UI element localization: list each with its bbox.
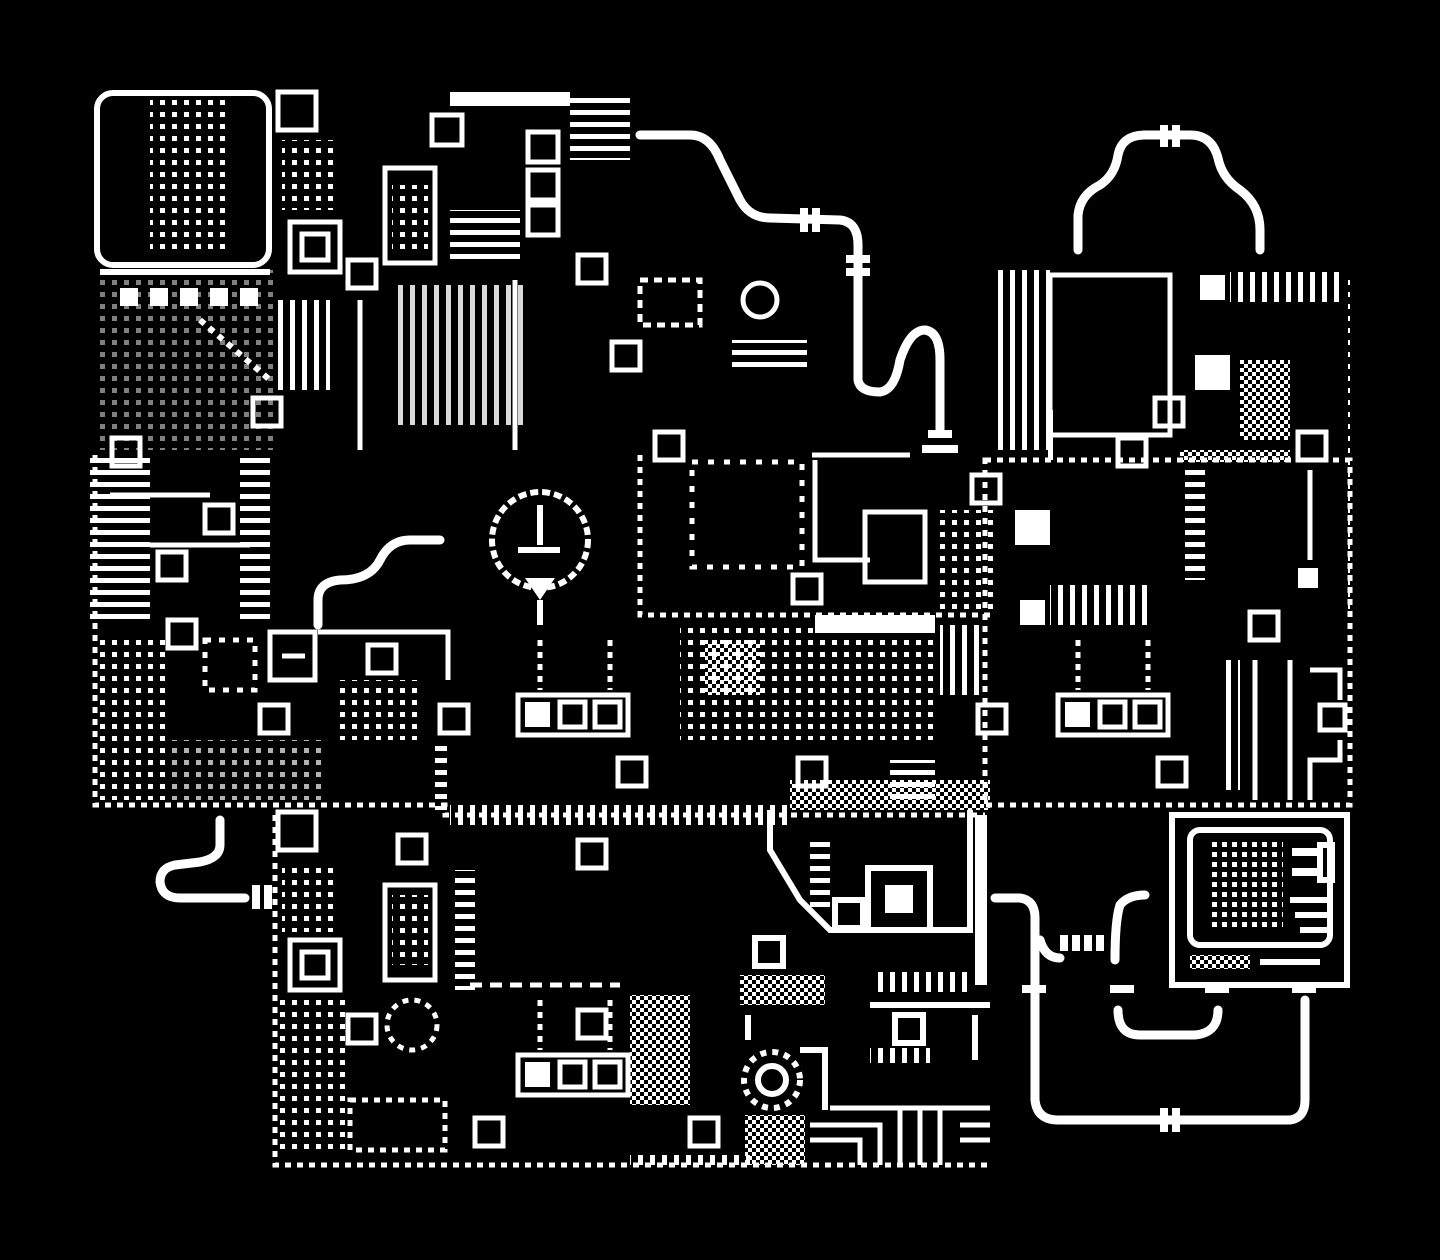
vent-grille-icon — [275, 89, 343, 390]
pipe-bottom-right-loop — [990, 890, 1310, 1125]
monitor-icon — [94, 90, 275, 450]
cog-icon — [741, 1015, 828, 1111]
pipe-top — [635, 130, 945, 435]
vent-grille-icon — [745, 1105, 990, 1165]
machine-panel-icon — [515, 640, 631, 738]
panel-bottom — [470, 982, 750, 1165]
connector-node-icon — [250, 395, 1053, 1041]
terminal-console-icon — [1169, 812, 1350, 988]
board-outline-bottom — [272, 815, 990, 1168]
clock-gauge-icon — [313, 489, 591, 630]
chip-icon — [740, 810, 990, 1063]
server-rack-top — [345, 92, 630, 450]
